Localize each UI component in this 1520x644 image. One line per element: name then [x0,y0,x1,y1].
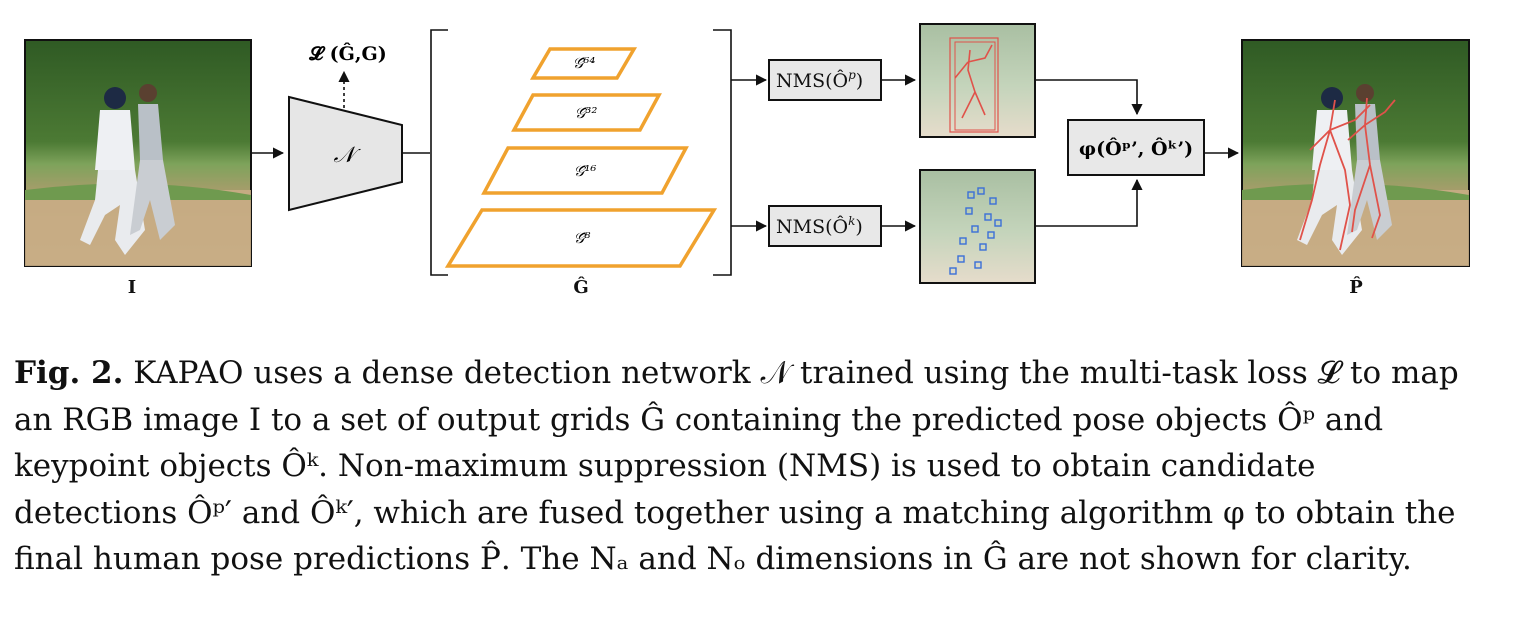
grid-8 [444,208,718,268]
grid-16 [481,146,689,195]
grids-left-bracket [430,29,448,276]
grid-64-label: 𝒢̂⁶⁴ [573,54,596,72]
loss-label: 𝓛 (Ĝ,G) [308,42,386,65]
grid-64 [529,47,638,80]
kp-to-fusion-arrow [1035,178,1143,227]
fusion-box [1067,119,1205,176]
grids-label: Ĝ [573,275,588,298]
grid-32 [511,93,662,132]
nms-keypoint-box [768,205,882,247]
grid-16-label: 𝒢̂¹⁶ [574,162,597,180]
grid-32-label: 𝒢̂³² [575,104,598,122]
grid-8-label: 𝒢̂⁸ [574,229,591,247]
nms-pose-box [768,59,882,101]
network-block [288,95,403,212]
kapao-pipeline-diagram: I 𝒩 𝓛 (Ĝ,G) 𝒢̂⁶⁴ 𝒢̂³² 𝒢̂¹⁶ 𝒢̂⁸ Ĝ NMS(Ôp)… [24,23,1470,298]
caption-text: KAPAO uses a dense detection network 𝒩 t… [14,355,1459,577]
nms-pose-text: NMS(Ôp) [776,68,863,92]
output-label: P̂ [1349,276,1363,298]
caption-prefix: Fig. 2. [14,355,124,391]
output-image [1241,39,1470,267]
pose-detections-thumbnail [919,23,1036,138]
nms-keypoint-text: NMS(Ôk) [776,214,863,238]
pose-to-fusion-arrow [1035,79,1143,116]
input-label: I [128,277,136,298]
grids-right-bracket [713,29,732,276]
input-image [24,39,252,267]
keypoint-detections-thumbnail [919,169,1036,284]
figure-caption: Fig. 2. KAPAO uses a dense detection net… [14,350,1484,583]
fusion-label: φ(Ôᵖ’, Ôᵏ’) [1079,137,1193,160]
output-grids [444,47,718,268]
